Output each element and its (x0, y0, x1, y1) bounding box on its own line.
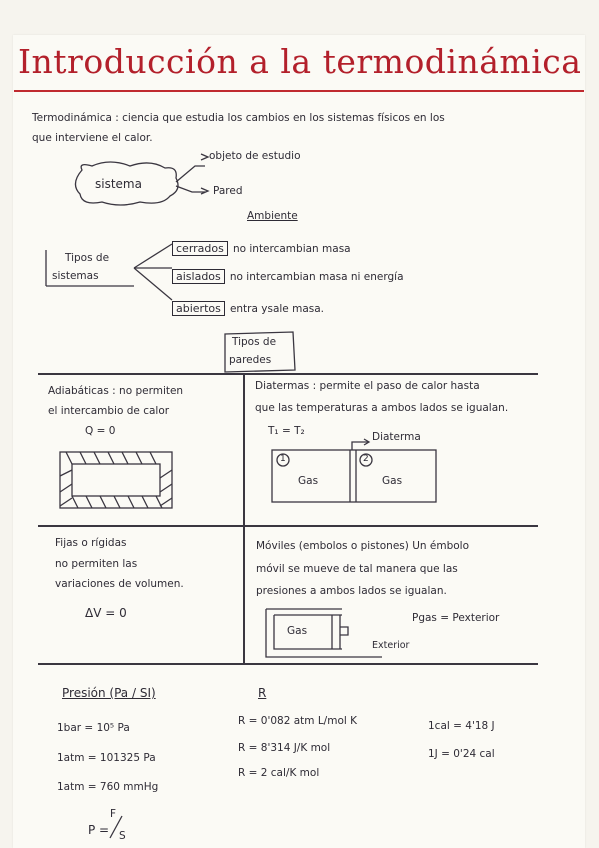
constante-r-line-1: R = 0'082 atm L/mol K (238, 715, 358, 727)
aislados-desc: no intercambian masa ni energía (229, 271, 404, 283)
piston-drawing (265, 608, 382, 658)
diathermic-wall-drawing (271, 438, 437, 503)
fraction-slash (109, 815, 123, 839)
grid-middle-line (38, 525, 538, 527)
moviles-line-2: móvil se mueve de tal manera que las (256, 563, 458, 575)
calorias-line-2: 1J = 0'24 cal (428, 748, 495, 760)
diaterma-box1-label: Gas (298, 475, 319, 487)
fijas-line-1: Fijas o rígidas (55, 537, 127, 549)
definition-line-2: que interviene el calor. (32, 132, 153, 144)
ambiente-label: Ambiente (247, 210, 298, 222)
title-underline (14, 90, 584, 92)
tipos-sistemas-bracket (45, 243, 173, 301)
grid-top-line (38, 373, 538, 375)
sistema-cloud-shape (74, 161, 205, 206)
moviles-line-1: Móviles (embolos o pistones) Un émbolo (256, 540, 469, 552)
pressure-formula-denominator: S (119, 830, 126, 842)
sistema-objeto: objeto de estudio (209, 150, 301, 162)
adiabaticas-line-1: Adiabáticas : no permiten (48, 385, 184, 397)
adiabaticas-line-2: el intercambio de calor (48, 405, 170, 417)
presion-line-3: 1atm = 760 mmHg (57, 781, 159, 793)
tipos-paredes-label-2: paredes (229, 354, 272, 366)
cerrados-desc: no intercambian masa (232, 243, 351, 255)
sistema-label: sistema (95, 177, 142, 191)
abiertos-label: abiertos (172, 301, 225, 316)
tipos-paredes-label-1: Tipos de (232, 336, 277, 348)
presion-line-2: 1atm = 101325 Pa (57, 752, 156, 764)
tipos-sistemas-label-2: sistemas (52, 270, 99, 282)
presion-line-1: 1bar = 10⁵ Pa (57, 722, 130, 734)
tipos-paredes-box (224, 331, 296, 373)
moviles-formula: Pgas = Pexterior (412, 612, 500, 624)
constante-r-heading: R (258, 686, 267, 700)
abiertos-desc: entra ysale masa. (229, 303, 324, 315)
fijas-line-2: no permiten las (55, 558, 138, 570)
piston-exterior-label: Exterior (372, 640, 410, 651)
pressure-formula-p: P = (88, 823, 110, 837)
arrow-heads-sistema (200, 153, 210, 195)
diatermas-formula: T₁ = T₂ (268, 425, 305, 437)
calorias-line-1: 1cal = 4'18 J (428, 720, 495, 732)
grid-bottom-line (38, 663, 538, 665)
fijas-formula: ΔV = 0 (85, 606, 127, 620)
definition-line-1: Termodinámica : ciencia que estudia los … (32, 112, 445, 124)
notebook-page (13, 35, 585, 848)
aislados-label: aislados (172, 269, 225, 284)
tipos-sistemas-label-1: Tipos de (65, 252, 110, 264)
piston-gas-label: Gas (287, 625, 308, 637)
diatermas-line-2: que las temperaturas a ambos lados se ig… (255, 402, 509, 414)
fijas-line-3: variaciones de volumen. (55, 578, 184, 590)
pressure-formula-numerator: F (110, 808, 117, 820)
diaterma-box2-num: 2 (363, 454, 369, 464)
page-title: Introducción a la termodinámica (18, 42, 582, 81)
sistema-abiertos: abiertos entra ysale masa. (172, 297, 324, 316)
adiabaticas-formula: Q = 0 (85, 425, 116, 437)
sistema-aislados: aislados no intercambian masa ni energía (172, 265, 404, 284)
moviles-line-3: presiones a ambos lados se igualan. (256, 585, 447, 597)
constante-r-line-2: R = 8'314 J/K mol (238, 742, 331, 754)
diaterma-box1-num: 1 (280, 454, 286, 464)
diaterma-arrow-label: Diaterma (372, 431, 421, 443)
sistema-cerrados: cerrados no intercambian masa (172, 237, 351, 256)
diatermas-line-1: Diatermas : permite el paso de calor has… (255, 380, 480, 392)
cerrados-label: cerrados (172, 241, 228, 256)
constante-r-line-3: R = 2 cal/K mol (238, 767, 320, 779)
presion-heading: Presión (Pa / SI) (62, 686, 156, 700)
sistema-pared: Pared (213, 185, 243, 197)
adiabatic-wall-drawing (59, 451, 173, 509)
diaterma-box2-label: Gas (382, 475, 403, 487)
grid-center-line (243, 373, 245, 663)
